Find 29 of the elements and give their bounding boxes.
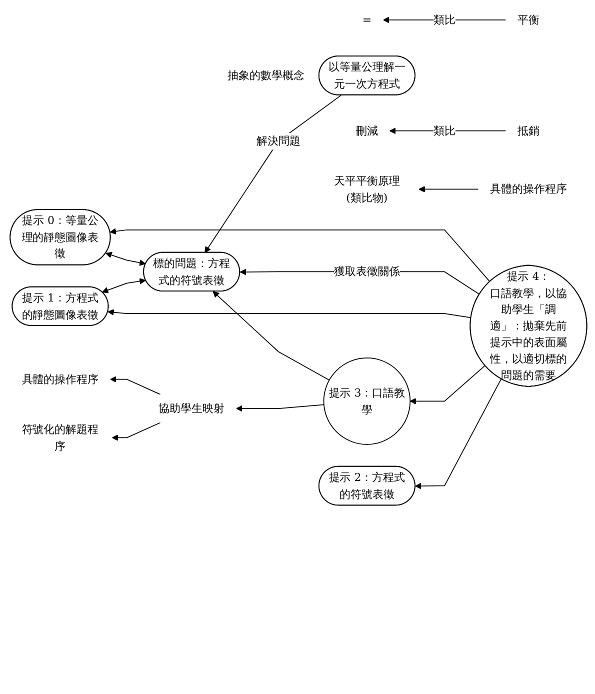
arrow bbox=[112, 422, 161, 441]
arrow bbox=[212, 291, 330, 381]
edge-label: 解決問題 bbox=[256, 134, 300, 148]
arrow bbox=[110, 228, 490, 282]
edge-label: 獲取表徵關係 bbox=[334, 264, 400, 278]
arrow bbox=[410, 365, 486, 404]
arrow bbox=[389, 128, 506, 134]
arrow bbox=[102, 278, 146, 294]
node-text: 協助學生映射 bbox=[158, 402, 225, 415]
arrow bbox=[110, 376, 161, 395]
node-circle: 提示 3：口語教學 bbox=[323, 358, 411, 445]
edge-label: 類比 bbox=[434, 124, 456, 138]
arrow bbox=[106, 252, 146, 266]
arrow bbox=[418, 186, 479, 192]
edge-label: 類比 bbox=[434, 13, 456, 26]
node-text: 具體的操作程序 bbox=[490, 182, 567, 196]
node-label: 抽象的數學概念 bbox=[227, 68, 304, 82]
node-text: 具體的操作程序 bbox=[22, 372, 99, 386]
arrow bbox=[236, 404, 324, 412]
arrow bbox=[382, 16, 506, 24]
arrow bbox=[204, 94, 342, 253]
node-text: 抵銷 bbox=[517, 124, 540, 138]
node-text: = bbox=[362, 13, 372, 26]
node-text: 天平平衡原理(類比物) bbox=[334, 174, 400, 204]
node-text: 平衡 bbox=[517, 13, 540, 26]
node-text: 刪減 bbox=[356, 124, 378, 138]
arrow bbox=[415, 378, 502, 490]
node-text: 符號化的解題程序 bbox=[22, 422, 99, 452]
arrow bbox=[108, 309, 472, 318]
